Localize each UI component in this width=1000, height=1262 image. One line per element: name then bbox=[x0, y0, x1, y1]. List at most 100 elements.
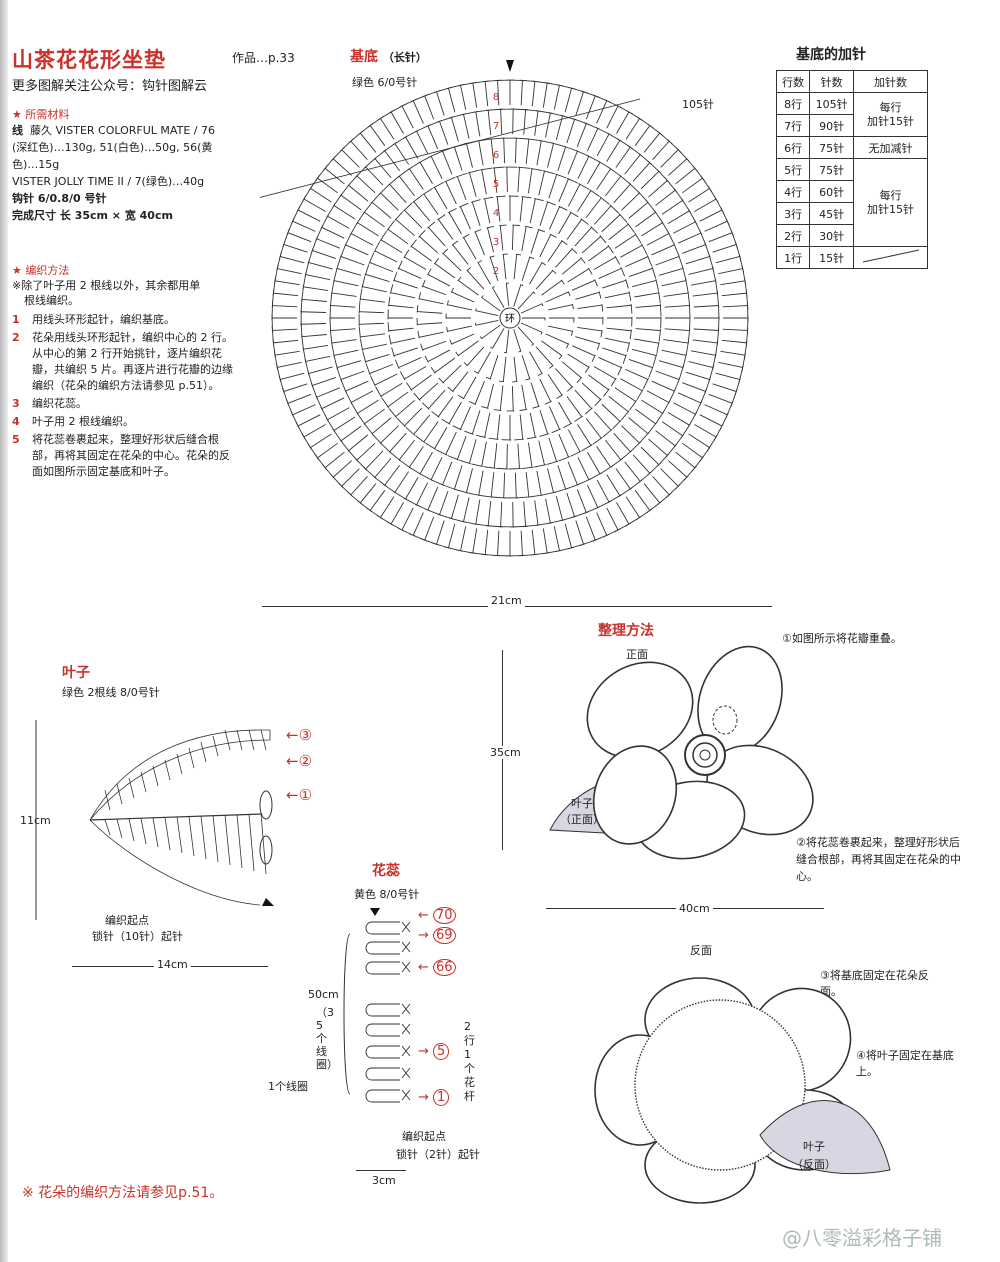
flower-back bbox=[594, 977, 891, 1204]
finishing-note-1: ①如图所示将花瓣重叠。 bbox=[782, 632, 902, 645]
finishing-height: 35cm bbox=[490, 746, 521, 759]
leaf-start-2: 锁针（10针）起针 bbox=[92, 930, 183, 943]
increase-table-title: 基底的加针 bbox=[796, 47, 866, 63]
leaf-height: 11cm bbox=[20, 814, 51, 827]
table-cell-increase-a: 每行 加针15针 bbox=[853, 92, 928, 137]
table-cell: 75针 bbox=[809, 136, 855, 159]
finishing-width: 40cm bbox=[676, 902, 713, 915]
finishing-note-2: ②将花蕊卷裹起来，整理好形状后缝合根部，再将其固定在花朵的中心。 bbox=[796, 836, 961, 883]
table-cell: 7行 bbox=[775, 114, 811, 137]
pistil-chart bbox=[343, 908, 411, 1103]
leaf-start-1: 编织起点 bbox=[105, 914, 149, 927]
finishing-title: 整理方法 bbox=[598, 623, 654, 639]
pistil-loop-label: 1个线圈 bbox=[268, 1080, 308, 1093]
yarn-line-2: (深红色)…130g, 51(白色)…50g, 56(黄 bbox=[12, 141, 213, 154]
base-row-label: 7 bbox=[493, 121, 499, 132]
table-cell: 75针 bbox=[809, 158, 855, 181]
base-row-label: 3 bbox=[493, 237, 499, 248]
table-cell-diagonal bbox=[853, 246, 928, 269]
leaf-chart bbox=[35, 720, 274, 920]
table-cell: 8行 bbox=[775, 92, 811, 115]
pistil-width: 3cm bbox=[372, 1174, 396, 1187]
pistil-width-line bbox=[356, 1170, 406, 1171]
subtitle: 更多图解关注公众号：钩针图解云 bbox=[12, 79, 208, 94]
table-cell-increase-b: 每行 加针15针 bbox=[853, 158, 928, 247]
leaf-title: 叶子 bbox=[62, 665, 90, 681]
back-label: 反面 bbox=[690, 944, 712, 957]
base-title: 基底 （长针） bbox=[350, 49, 427, 65]
pistil-length: 50cm bbox=[308, 988, 339, 1001]
work-reference: 作品…p.33 bbox=[232, 51, 295, 65]
front-label: 正面 bbox=[626, 648, 648, 661]
base-center-label: 环 bbox=[505, 314, 515, 325]
pistil-start-2: 锁针（2针）起针 bbox=[396, 1148, 480, 1161]
header-increase: 加针数 bbox=[853, 70, 928, 93]
table-cell: 30针 bbox=[809, 224, 855, 247]
table-cell: 90针 bbox=[809, 114, 855, 137]
pistil-title: 花蕊 bbox=[372, 863, 400, 879]
pistil-mark-5: → 5 bbox=[418, 1043, 450, 1060]
footer-note: ※ 花朵的编织方法请参见p.51。 bbox=[22, 1185, 224, 1201]
star-icon: ★ bbox=[12, 264, 26, 277]
pistil-mark-70: ← 70 bbox=[418, 907, 456, 924]
hook-size: 钩针 6/0.8/0 号针 bbox=[12, 192, 107, 205]
method-intro-1: ※除了叶子用 2 根线以外，其余都用单 bbox=[12, 279, 201, 292]
table-cell: 105针 bbox=[809, 92, 855, 115]
base-stitch-count: 105针 bbox=[682, 98, 714, 111]
base-row-label: 5 bbox=[493, 179, 499, 190]
table-cell: 3行 bbox=[775, 202, 811, 225]
base-row-label: 6 bbox=[493, 150, 499, 161]
start-arrow-icon bbox=[506, 60, 514, 72]
pistil-start-top-icon bbox=[370, 908, 380, 916]
leaf-start-arrow-icon bbox=[262, 898, 274, 906]
finished-size: 完成尺寸 长 35cm × 宽 40cm bbox=[12, 209, 173, 222]
book-spine bbox=[0, 0, 8, 1262]
leaf-spec: 绿色 2根线 8/0号针 bbox=[62, 686, 160, 699]
method-heading: ★ 编织方法 bbox=[12, 264, 70, 277]
header-count: 针数 bbox=[809, 70, 855, 93]
yarn-line-4: VISTER JOLLY TIME II / 7(绿色)…40g bbox=[12, 175, 205, 188]
table-cell: 2行 bbox=[775, 224, 811, 247]
table-cell: 60针 bbox=[809, 180, 855, 203]
finishing-note-4: ④将叶子固定在基底上。 bbox=[856, 1049, 954, 1078]
flower-front bbox=[549, 645, 814, 860]
finishing-note-3: ③将基底固定在花朵反面。 bbox=[820, 969, 929, 998]
base-row-label: 2 bbox=[493, 266, 499, 277]
base-row-label: 8 bbox=[493, 92, 499, 103]
yarn-line-3: 色)…15g bbox=[12, 158, 60, 171]
pistil-spec: 黄色 8/0号针 bbox=[354, 888, 420, 901]
table-cell: 15针 bbox=[809, 246, 855, 269]
base-center-ring bbox=[499, 307, 521, 329]
pistil-side-note: （35个线圈） bbox=[316, 1006, 338, 1071]
star-icon: ★ bbox=[12, 108, 26, 121]
table-cell: 5行 bbox=[775, 158, 811, 181]
materials-section: ★ 所需材料 线 藤久 VISTER COLORFUL MATE / 76 (深… bbox=[12, 106, 240, 224]
table-cell-no-increase: 无加减针 bbox=[853, 136, 928, 159]
method-intro-2: 根线编织。 bbox=[24, 294, 79, 307]
table-cell: 6行 bbox=[775, 136, 811, 159]
leaf-front-label: 叶子 （正面） bbox=[560, 797, 604, 826]
pistil-mark-66: ← 66 bbox=[418, 959, 456, 976]
leaf-back-label: 叶子 （反面） bbox=[792, 1140, 836, 1171]
page-title: 山茶花花形坐垫 bbox=[12, 48, 166, 72]
header-rows: 行数 bbox=[775, 70, 811, 93]
watermark: @八零溢彩格子铺 bbox=[782, 1226, 942, 1250]
pistil-rows-note: 2行1个花杆 bbox=[464, 1020, 475, 1103]
base-width: 21cm bbox=[488, 594, 525, 607]
leaf-row-1: ←① bbox=[286, 786, 313, 804]
leaf-row-2: ←② bbox=[286, 752, 313, 770]
pistil-mark-1: → 1 bbox=[418, 1089, 450, 1106]
table-cell: 1行 bbox=[775, 246, 811, 269]
table-cell: 45针 bbox=[809, 202, 855, 225]
table-cell: 4行 bbox=[775, 180, 811, 203]
leaf-width: 14cm bbox=[154, 958, 191, 971]
pistil-start-1: 编织起点 bbox=[402, 1130, 446, 1143]
yarn-line-1: 线 藤久 VISTER COLORFUL MATE / 76 bbox=[12, 124, 215, 137]
